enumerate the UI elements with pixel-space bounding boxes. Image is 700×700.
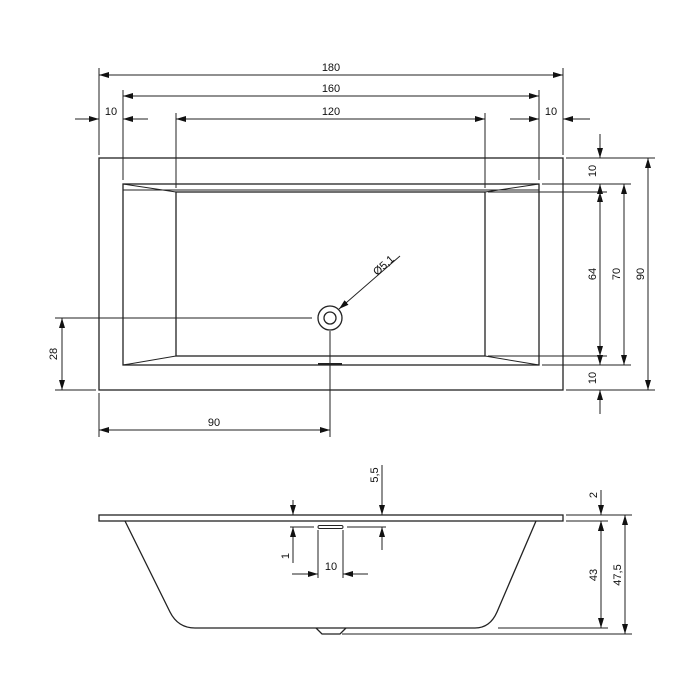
dim-inner-width: 70 <box>611 268 623 280</box>
overflow-slot <box>317 525 344 529</box>
extension-lines <box>55 68 655 437</box>
dim-rim-right: 10 <box>545 106 557 118</box>
drain-outer <box>317 305 343 331</box>
dim-overflow-depth: 5,5 <box>369 467 381 482</box>
dim-floor-width: 64 <box>587 268 599 280</box>
dim-floor-length: 120 <box>322 106 340 118</box>
dim-drain-offset-x: 90 <box>208 417 220 429</box>
dim-drain-diameter: Ø5,1 <box>371 253 397 278</box>
dim-inner-depth: 43 <box>588 569 600 581</box>
side-drain <box>315 627 347 635</box>
dim-rim-bottom: 10 <box>587 372 599 384</box>
slope-lines <box>122 183 540 366</box>
drain-leader-line <box>338 255 401 310</box>
side-extension-lines <box>290 514 632 635</box>
top-view: 180 160 120 10 10 90 70 64 10 10 Ø5,1 28… <box>48 62 655 437</box>
dim-drain-offset-y: 28 <box>48 348 60 360</box>
dim-overflow-width: 10 <box>325 561 337 573</box>
dim-rim-thickness: 2 <box>588 492 600 498</box>
dim-overflow-height: 1 <box>280 553 292 559</box>
drain-inner <box>323 311 337 325</box>
dim-total-height: 47,5 <box>612 564 624 585</box>
dim-rim-left: 10 <box>105 106 117 118</box>
tub-inner-edge <box>122 183 540 366</box>
dim-inner-length: 160 <box>322 83 340 95</box>
dim-overall-width: 90 <box>635 268 647 280</box>
side-body <box>124 520 537 629</box>
dim-rim-top: 10 <box>587 165 599 177</box>
dim-overall-length: 180 <box>322 62 340 74</box>
side-view: 5,5 1 10 2 43 47,5 <box>98 465 632 635</box>
tub-outer-rim <box>98 157 564 391</box>
side-rim <box>98 514 564 522</box>
